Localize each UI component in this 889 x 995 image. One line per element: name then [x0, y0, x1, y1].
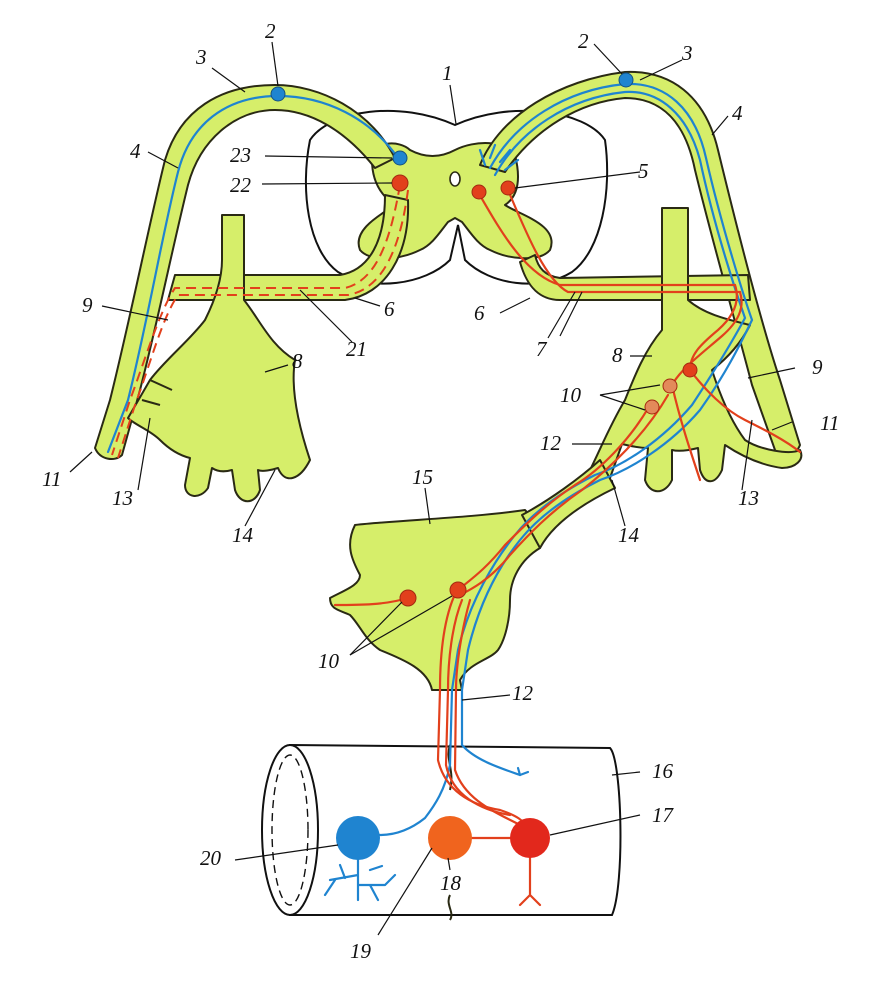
- intramural-effector-neuron: [510, 818, 550, 858]
- organ-tube-lumen: [271, 754, 309, 906]
- label-15: 15: [412, 465, 433, 489]
- left-white-ramus: [167, 194, 410, 301]
- label-2-right: 2: [578, 29, 589, 53]
- label-9-left: 9: [82, 293, 93, 317]
- right-sensory-fiber-inner: [378, 90, 747, 837]
- lateral-horn-neuron-right-2: [500, 180, 516, 196]
- right-white-ramus: [519, 254, 751, 301]
- label-23: 23: [230, 143, 251, 167]
- left-grey-ramus-stub: [141, 379, 173, 406]
- prevertebral-ganglion-cell-2: [449, 581, 467, 599]
- prevertebral-ganglion-cell-1: [399, 589, 417, 607]
- label-22: 22: [230, 173, 252, 197]
- neurons: [270, 72, 698, 902]
- label-13-right: 13: [738, 486, 759, 510]
- label-3-left: 3: [195, 45, 207, 69]
- prevertebral-ganglion: [329, 509, 541, 691]
- organ-tube-opening: [261, 744, 319, 916]
- label-5: 5: [638, 159, 649, 183]
- label-6-left: 6: [384, 297, 395, 321]
- left-sensory-fiber: [106, 94, 400, 454]
- label-11-left: 11: [42, 467, 61, 491]
- label-10-lower: 10: [318, 649, 340, 673]
- lower-ganglion-descending-2: [444, 598, 512, 817]
- label-9-right: 9: [812, 355, 823, 379]
- label-12-lower: 12: [512, 681, 534, 705]
- label-14-left: 14: [232, 523, 254, 547]
- label-10-upper: 10: [560, 383, 582, 407]
- lateral-horn-neuron-left: [391, 174, 409, 192]
- label-20: 20: [200, 846, 222, 870]
- label-1: 1: [442, 61, 453, 85]
- central-canal: [449, 171, 461, 187]
- lower-ganglion-descending-1: [436, 590, 532, 834]
- intramural-efferent-neuron: [428, 816, 472, 860]
- right-postganglionic-fiber-2: [670, 383, 702, 482]
- sensory-dendrite-spray: [478, 143, 520, 172]
- right-dorsal-ganglion-cell: [618, 72, 634, 88]
- left-preganglionic-fiber-2: [117, 189, 409, 459]
- label-2-left: 2: [265, 19, 276, 43]
- lower-ganglion-descending-3: [453, 598, 522, 827]
- leader-lines: [69, 41, 796, 936]
- right-preganglionic-fiber-2: [506, 188, 743, 387]
- right-spinal-nerve: [479, 70, 803, 493]
- right-postganglionic-fiber-1: [688, 368, 802, 454]
- right-fiber-to-lower-ganglion: [456, 403, 652, 592]
- effector-neuron-axon: [518, 856, 542, 907]
- sensory-neuron-dendrites: [323, 858, 397, 902]
- label-8-right: 8: [612, 343, 623, 367]
- label-19: 19: [350, 939, 372, 963]
- sensory-fibers: [106, 82, 754, 837]
- left-spinal-nerve: [94, 84, 410, 503]
- motor-fibers: [111, 184, 802, 907]
- upper-blue-terminal: [516, 766, 530, 777]
- ganglion-cell-right-2: [662, 378, 678, 394]
- intramural-sensory-neuron: [336, 816, 380, 860]
- label-14-right: 14: [618, 523, 640, 547]
- label-3-right: 3: [681, 41, 693, 65]
- number-labels: 1 2 3 4 23 22 2 3 4 5 9 6 21 6 7 8 8 9 1…: [42, 19, 839, 963]
- left-sympathetic-ganglion: [127, 214, 311, 503]
- right-sensory-fiber-outer: [460, 82, 754, 777]
- label-18: 18: [440, 871, 462, 895]
- label-4-right: 4: [732, 101, 743, 125]
- label-16: 16: [652, 759, 674, 783]
- left-preganglionic-fiber: [111, 184, 401, 456]
- right-fiber-to-lower-ganglion-2: [458, 393, 670, 597]
- ganglion-cell-right-3: [644, 399, 660, 415]
- label-12-upper: 12: [540, 431, 562, 455]
- label-6-right: 6: [474, 301, 485, 325]
- ganglion-cell-right-1: [682, 362, 698, 378]
- label-8-left: 8: [292, 349, 303, 373]
- label-4-left: 4: [130, 139, 141, 163]
- lateral-horn-neuron-right-1: [471, 184, 487, 200]
- label-21: 21: [346, 337, 367, 361]
- right-preganglionic-fiber-1: [476, 190, 738, 372]
- intercalated-sensory-cell: [392, 150, 408, 166]
- label-11-right: 11: [820, 411, 839, 435]
- label-13-left: 13: [112, 486, 133, 510]
- label-7: 7: [536, 337, 548, 361]
- left-dorsal-root-and-nerve-trunk: [94, 84, 396, 461]
- label-17: 17: [652, 803, 675, 827]
- left-dorsal-ganglion-cell: [270, 86, 286, 102]
